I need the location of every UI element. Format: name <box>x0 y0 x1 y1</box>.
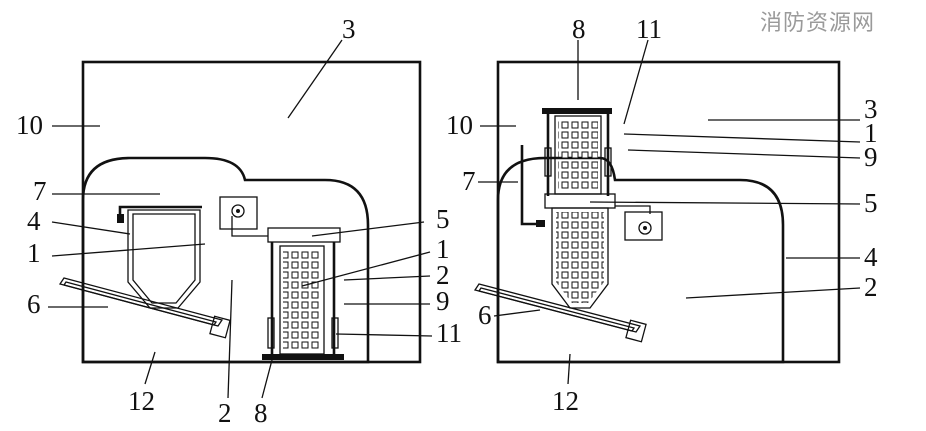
left-label-1: 1 <box>27 238 41 268</box>
left-column-fill <box>283 250 321 350</box>
left-diagram: 3 10 7 4 1 6 5 1 2 9 11 12 2 8 <box>16 14 462 428</box>
right-label-4: 4 <box>864 242 878 272</box>
left-label-4: 4 <box>27 206 41 236</box>
right-outer-border <box>496 60 841 364</box>
left-outer-border <box>81 60 422 364</box>
left-label-9: 9 <box>436 286 450 316</box>
right-label-7: 7 <box>462 166 476 196</box>
right-hopper-fill <box>556 212 604 303</box>
left-label-8: 8 <box>254 398 268 428</box>
left-label-3: 3 <box>342 14 356 44</box>
right-label-10: 10 <box>446 110 473 140</box>
left-conveyor <box>58 277 231 339</box>
left-grid-region <box>81 156 370 364</box>
right-label-11: 11 <box>636 14 662 44</box>
left-label-11: 11 <box>436 318 462 348</box>
left-label-10: 10 <box>16 110 43 140</box>
right-label-6: 6 <box>478 300 492 330</box>
right-hopper <box>551 207 609 309</box>
right-label-3: 3 <box>864 94 878 124</box>
right-label-1: 1 <box>864 118 878 148</box>
right-label-9: 9 <box>864 142 878 172</box>
left-grid-region-mask <box>83 158 368 362</box>
left-motor-link <box>231 216 268 237</box>
left-platform-5 <box>267 227 341 243</box>
right-upper-column-fill <box>558 119 598 191</box>
left-motor-box <box>219 196 258 230</box>
right-motor-link <box>615 205 651 214</box>
right-conveyor <box>473 283 647 343</box>
left-label-2b: 2 <box>218 398 232 428</box>
left-label-2: 2 <box>436 260 450 290</box>
right-valve <box>536 220 545 227</box>
left-label-5: 5 <box>436 204 450 234</box>
right-diagram: 8 11 10 3 1 9 7 5 4 2 6 12 <box>446 14 878 416</box>
right-label-5: 5 <box>864 188 878 218</box>
right-motor-wheel <box>638 221 652 235</box>
right-grid-region-mask <box>498 158 783 362</box>
left-valve <box>117 214 124 223</box>
left-label-7: 7 <box>33 176 47 206</box>
left-label-12: 12 <box>128 386 155 416</box>
right-label-12: 12 <box>552 386 579 416</box>
right-label-8: 8 <box>572 14 586 44</box>
right-top-cap-8 <box>542 108 612 114</box>
left-label-1b: 1 <box>436 234 450 264</box>
right-label-2: 2 <box>864 272 878 302</box>
left-label-6: 6 <box>27 289 41 319</box>
left-hopper-fill <box>132 213 196 304</box>
left-motor-wheel <box>231 204 245 218</box>
left-base-8 <box>262 354 344 360</box>
right-motor-box <box>624 211 663 241</box>
watermark-text: 消防资源网 <box>760 11 875 36</box>
